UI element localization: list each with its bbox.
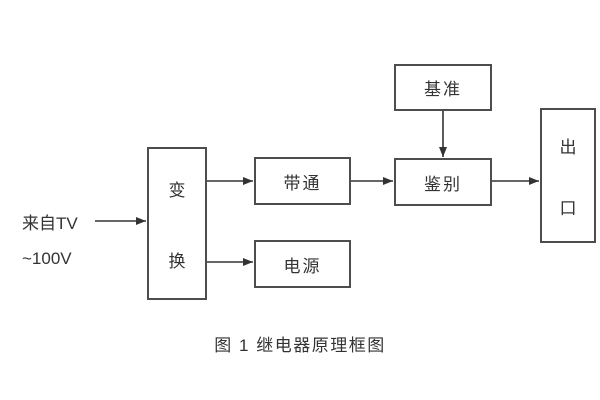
block-discriminator: 鉴别 bbox=[394, 158, 492, 206]
block-discriminator-label: 鉴别 bbox=[424, 174, 462, 194]
block-output-char2: 口 bbox=[559, 198, 577, 218]
block-output: 出 口 bbox=[540, 108, 596, 243]
block-bandpass: 带通 bbox=[254, 157, 351, 205]
figure-caption: 图 1 继电器原理框图 bbox=[214, 336, 386, 355]
input-source-line2: ~100V bbox=[22, 249, 72, 268]
block-output-char1: 出 bbox=[559, 137, 577, 157]
input-source-label: 来自TV ~100V bbox=[22, 206, 78, 276]
block-transform: 变 换 bbox=[147, 147, 207, 300]
block-power: 电源 bbox=[254, 240, 351, 288]
block-reference-label: 基准 bbox=[424, 80, 462, 99]
block-transform-char1: 变 bbox=[168, 180, 186, 200]
input-source-line1: 来自TV bbox=[22, 214, 78, 233]
block-power-label: 电源 bbox=[283, 256, 322, 276]
block-transform-char2: 换 bbox=[168, 251, 186, 271]
block-bandpass-label: 带通 bbox=[283, 173, 322, 193]
block-reference: 基准 bbox=[394, 64, 492, 111]
